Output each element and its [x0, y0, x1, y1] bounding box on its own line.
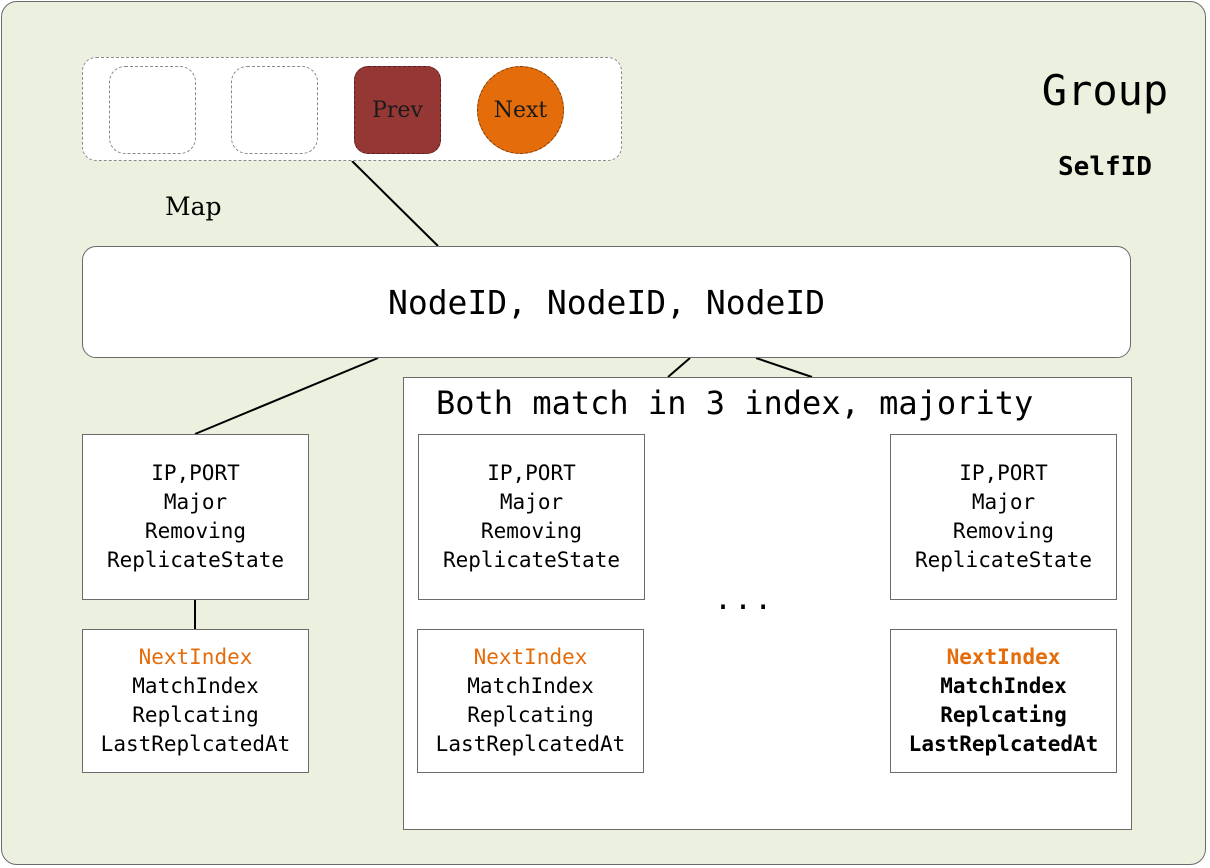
node-info-box: IP,PORT Major Removing ReplicateState	[418, 434, 645, 600]
match-index-label: MatchIndex	[132, 674, 259, 698]
ip-port-label: IP,PORT	[151, 461, 240, 485]
major-label: Major	[971, 490, 1036, 514]
nodeids-box: NodeID, NodeID, NodeID	[82, 246, 1131, 358]
next-label: Next	[493, 97, 548, 123]
node-info-box: IP,PORT Major Removing ReplicateState	[82, 434, 309, 600]
last-replicated-at-label: LastReplcatedAt	[100, 732, 291, 756]
replicating-label: Replcating	[940, 703, 1067, 727]
last-replicated-at-label: LastReplcatedAt	[435, 732, 626, 756]
prev-label: Prev	[372, 97, 423, 123]
map-slot-prev: Prev	[354, 66, 441, 154]
ellipsis: ...	[714, 582, 775, 617]
replicate-info-box: NextIndex MatchIndex Replcating LastRepl…	[82, 629, 309, 773]
map-slot-empty	[231, 66, 318, 154]
map-slot-next: Next	[477, 66, 564, 154]
replicate-info-box: NextIndex MatchIndex Replcating LastRepl…	[417, 629, 644, 773]
map-label: Map	[165, 192, 222, 221]
removing-label: Removing	[480, 519, 583, 543]
replicate-state-label: ReplicateState	[914, 548, 1092, 572]
nodeids-text: NodeID, NodeID, NodeID	[387, 282, 826, 322]
self-id-label: SelfID	[1058, 152, 1152, 182]
replicating-label: Replcating	[467, 703, 594, 727]
major-label: Major	[163, 490, 228, 514]
last-replicated-at-label: LastReplcatedAt	[908, 732, 1099, 756]
node-info-box: IP,PORT Major Removing ReplicateState	[890, 434, 1117, 600]
group-title: Group	[1041, 66, 1169, 115]
next-index-label: NextIndex	[946, 645, 1061, 669]
removing-label: Removing	[952, 519, 1055, 543]
next-index-label: NextIndex	[138, 645, 253, 669]
next-index-label: NextIndex	[473, 645, 588, 669]
match-index-label: MatchIndex	[467, 674, 594, 698]
replicate-state-label: ReplicateState	[106, 548, 284, 572]
replicate-info-box: NextIndex MatchIndex Replcating LastRepl…	[890, 629, 1117, 773]
ip-port-label: IP,PORT	[959, 461, 1048, 485]
major-label: Major	[499, 490, 564, 514]
replicating-label: Replcating	[132, 703, 259, 727]
majority-title: Both match in 3 index, majority	[436, 384, 1034, 422]
removing-label: Removing	[144, 519, 247, 543]
map-slot-empty	[109, 66, 196, 154]
ip-port-label: IP,PORT	[487, 461, 576, 485]
replicate-state-label: ReplicateState	[442, 548, 620, 572]
match-index-label: MatchIndex	[940, 674, 1067, 698]
